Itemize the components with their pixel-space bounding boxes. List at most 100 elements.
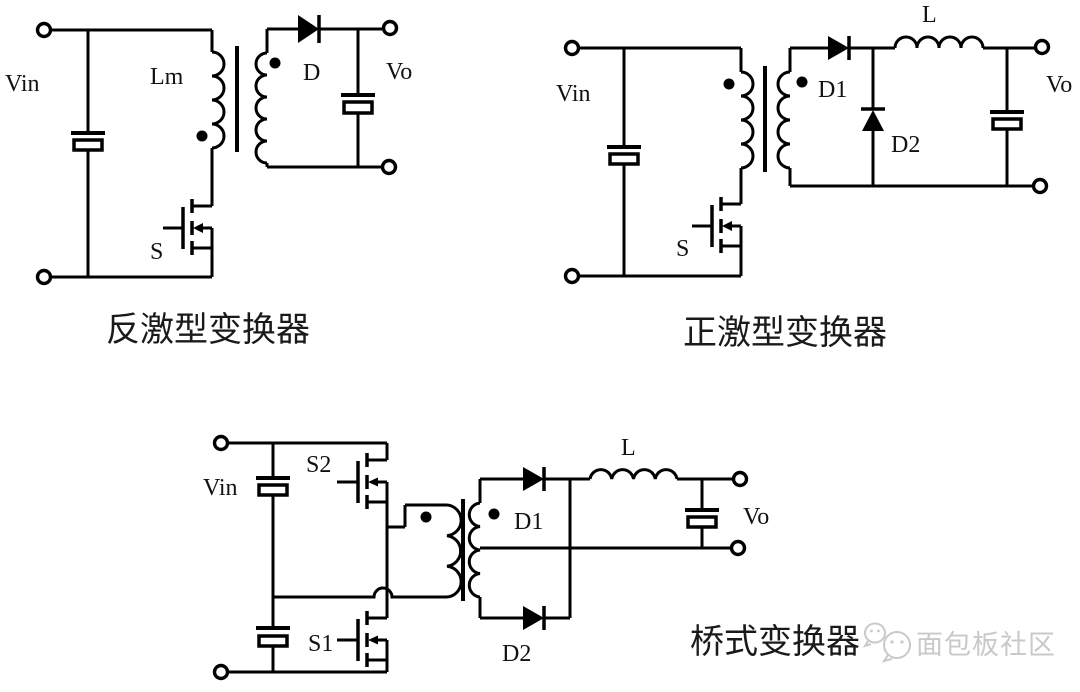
drain-stub bbox=[192, 148, 214, 208]
primary-winding bbox=[446, 503, 463, 599]
label-d: D bbox=[303, 60, 320, 86]
secondary-winding bbox=[776, 70, 791, 170]
rectifier-diode-d1 bbox=[523, 467, 546, 491]
mosfet-switch-s2 bbox=[337, 443, 389, 618]
source-stub bbox=[721, 226, 743, 276]
label-s: S bbox=[150, 239, 163, 265]
polarity-dot bbox=[723, 78, 735, 90]
capacitor-plate-box bbox=[342, 100, 374, 115]
wire bbox=[578, 46, 1035, 278]
source-stub bbox=[367, 640, 389, 672]
freewheeling-diode-d2 bbox=[861, 107, 885, 131]
terminal bbox=[729, 539, 747, 557]
label-l: L bbox=[621, 435, 636, 461]
wire bbox=[228, 441, 733, 674]
watermark: 面包板社区 bbox=[862, 622, 1056, 663]
capacitor-plate-box bbox=[257, 634, 289, 648]
rectifier-diode-d1 bbox=[828, 36, 851, 60]
filter-inductor bbox=[893, 35, 985, 49]
primary-winding bbox=[739, 70, 755, 204]
bridge-converter: Vin S2 S1 D1 D2 L Vo 桥式变换器 bbox=[203, 434, 860, 681]
transformer bbox=[196, 46, 281, 165]
mosfet-switch bbox=[163, 148, 214, 277]
speech-bubbles-icon bbox=[862, 622, 911, 663]
capacitor-plate-box bbox=[991, 117, 1023, 131]
label-s1: S1 bbox=[308, 631, 333, 657]
primary-winding bbox=[211, 50, 226, 150]
terminal bbox=[563, 39, 581, 57]
diode-triangle bbox=[523, 606, 544, 630]
label-s2: S2 bbox=[306, 452, 331, 478]
filter-inductor bbox=[588, 468, 679, 480]
label-vo: Vo bbox=[1046, 72, 1072, 98]
polarity-dot bbox=[796, 76, 808, 88]
body-arrow bbox=[193, 223, 203, 233]
terminal bbox=[381, 19, 399, 37]
inductor-winding bbox=[893, 35, 985, 49]
transformer bbox=[723, 66, 808, 204]
capacitor-plate-box bbox=[72, 138, 104, 152]
terminal bbox=[1033, 38, 1051, 56]
label-d1: D1 bbox=[818, 77, 847, 103]
input-capacitor-top bbox=[256, 443, 290, 628]
input-capacitor bbox=[607, 48, 641, 276]
label-vo: Vo bbox=[743, 504, 769, 530]
polarity-dot bbox=[269, 57, 281, 69]
bridge-caption: 桥式变换器 bbox=[690, 623, 860, 661]
terminal bbox=[212, 434, 230, 452]
terminal bbox=[1031, 177, 1049, 195]
polarity-dot bbox=[196, 130, 208, 142]
terminal bbox=[212, 663, 230, 681]
label-vin: Vin bbox=[556, 81, 591, 107]
input-capacitor-bottom bbox=[256, 626, 290, 672]
polarity-dot bbox=[420, 511, 432, 523]
output-capacitor bbox=[990, 48, 1024, 186]
diode-triangle bbox=[523, 467, 544, 491]
secondary-winding bbox=[467, 501, 481, 599]
label-vin: Vin bbox=[5, 71, 40, 97]
mosfet-switch-s1 bbox=[337, 611, 389, 672]
terminal bbox=[35, 268, 53, 286]
capacitor-plate-box bbox=[257, 483, 289, 497]
terminal bbox=[563, 267, 581, 285]
label-d2: D2 bbox=[502, 641, 531, 667]
watermark-text: 面包板社区 bbox=[916, 630, 1056, 660]
mosfet-switch bbox=[692, 197, 743, 276]
label-s: S bbox=[676, 236, 689, 262]
label-l: L bbox=[922, 2, 937, 28]
body-arrow bbox=[368, 635, 378, 645]
source-stub bbox=[367, 482, 389, 618]
diode-triangle bbox=[298, 15, 319, 43]
terminal bbox=[380, 158, 398, 176]
flyback-converter: Vin Lm D Vo S 反激型变换器 bbox=[5, 15, 412, 349]
inductor-winding bbox=[588, 468, 679, 480]
capacitor-plate-box bbox=[608, 152, 640, 166]
diode-triangle bbox=[862, 110, 884, 131]
output-capacitor bbox=[341, 29, 375, 167]
body-arrow bbox=[722, 221, 732, 231]
input-capacitor bbox=[71, 30, 105, 277]
body-arrow bbox=[368, 477, 378, 487]
label-lm: Lm bbox=[150, 64, 184, 90]
terminal bbox=[731, 470, 749, 488]
flyback-caption: 反激型变换器 bbox=[106, 311, 310, 349]
label-d2: D2 bbox=[891, 132, 920, 158]
secondary-winding bbox=[254, 51, 268, 165]
forward-converter: Vin S D1 D2 L Vo 正激型变换器 bbox=[556, 2, 1072, 352]
drain-stub bbox=[367, 443, 389, 462]
output-diode bbox=[298, 15, 321, 43]
rectifier-diode-d2 bbox=[523, 606, 546, 630]
wire bbox=[51, 27, 382, 279]
label-vo: Vo bbox=[386, 59, 412, 85]
capacitor-midpoint-rail bbox=[273, 586, 447, 599]
output-capacitor bbox=[685, 479, 719, 548]
diode-triangle bbox=[828, 36, 849, 60]
label-vin: Vin bbox=[203, 475, 238, 501]
capacitor-plate-box bbox=[686, 515, 718, 529]
terminal bbox=[35, 21, 53, 39]
label-d1: D1 bbox=[514, 509, 543, 535]
transformer bbox=[420, 499, 500, 601]
source-stub bbox=[192, 228, 214, 277]
